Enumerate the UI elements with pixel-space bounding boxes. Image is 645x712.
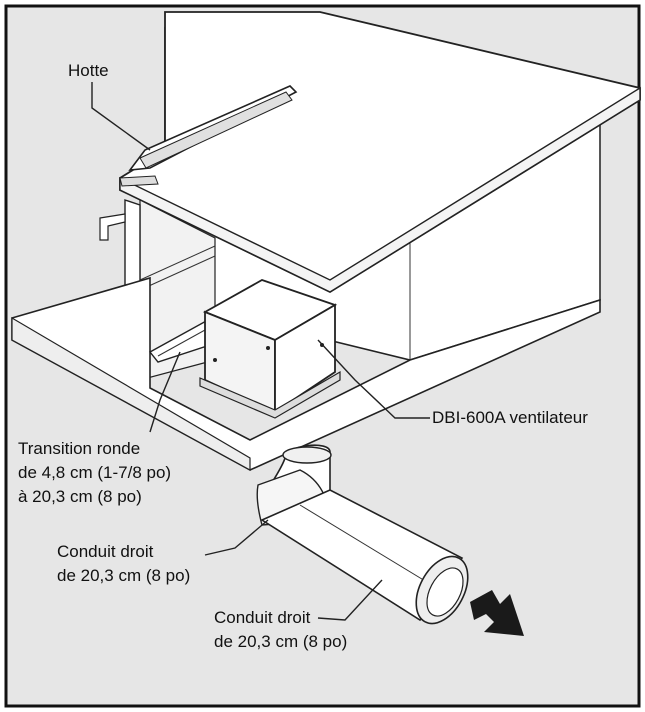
transition-label-line3: à 20,3 cm (8 po) — [18, 487, 142, 506]
duct-upper-label-line1: Conduit droit — [57, 542, 154, 561]
duct-upper-leader-line — [204, 519, 269, 556]
airflow-arrow — [470, 590, 524, 636]
duct-lower-leader-line — [317, 579, 383, 621]
fan-leader-line — [317, 339, 430, 419]
transition-leader-line — [149, 351, 181, 433]
base-slab — [11, 276, 601, 472]
duct-upper-label-line2: de 20,3 cm (8 po) — [57, 566, 190, 585]
transition-label-line1: Transition ronde — [18, 439, 140, 458]
fan-unit — [199, 279, 341, 419]
diagram-frame — [4, 4, 641, 708]
transition-label-line2: de 4,8 cm (1-7/8 po) — [18, 463, 171, 482]
duct-lower-label-line1: Conduit droit — [214, 608, 311, 627]
duct-lower-label-line2: de 20,3 cm (8 po) — [214, 632, 347, 651]
duct-assembly — [256, 444, 469, 625]
downdraft-hood — [119, 85, 298, 187]
fan-label: DBI-600A ventilateur — [432, 408, 588, 427]
hood-leader-line — [91, 82, 151, 151]
hood-label: Hotte — [68, 61, 109, 80]
